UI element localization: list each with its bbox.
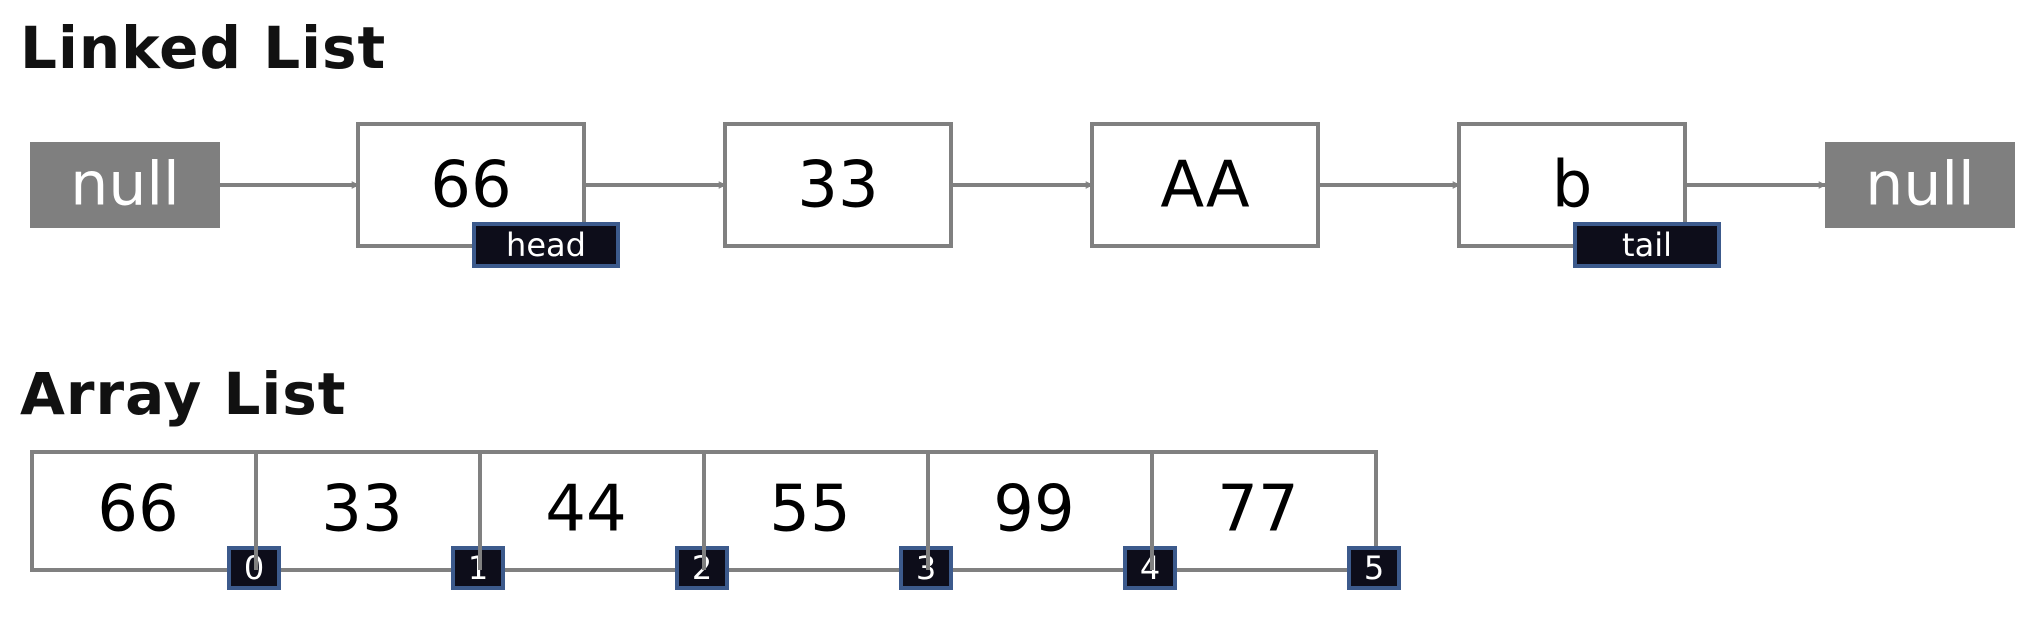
null-end-label: null bbox=[1865, 150, 1974, 220]
linked-node-value: 66 bbox=[430, 149, 511, 223]
null-start-label: null bbox=[70, 150, 179, 220]
linked-node-value: 33 bbox=[797, 149, 878, 223]
array-cell-value: 44 bbox=[545, 473, 626, 547]
array-list-diagram: 660331442553994775 bbox=[30, 450, 1401, 590]
head-pointer-label: head bbox=[506, 226, 586, 264]
linked-node-value: AA bbox=[1160, 149, 1250, 223]
array-cell-value: 33 bbox=[321, 473, 402, 547]
tail-pointer-label: tail bbox=[1622, 226, 1672, 264]
array-index-label: 5 bbox=[1364, 549, 1384, 587]
linked-node-value: b bbox=[1552, 149, 1593, 223]
linked-list-title: Linked List bbox=[20, 14, 387, 82]
null-end bbox=[1825, 142, 2015, 228]
null-start bbox=[30, 142, 220, 228]
array-cell-value: 55 bbox=[769, 473, 850, 547]
array-list-title: Array List bbox=[20, 360, 347, 428]
array-index-badge bbox=[1347, 546, 1401, 590]
array-cell-value: 99 bbox=[993, 473, 1074, 547]
tail-pointer-tag bbox=[1573, 222, 1721, 268]
array-cell-value: 77 bbox=[1217, 473, 1298, 547]
linked-node bbox=[1090, 122, 1320, 248]
array-cell-value: 66 bbox=[97, 473, 178, 547]
head-pointer-tag bbox=[472, 222, 620, 268]
